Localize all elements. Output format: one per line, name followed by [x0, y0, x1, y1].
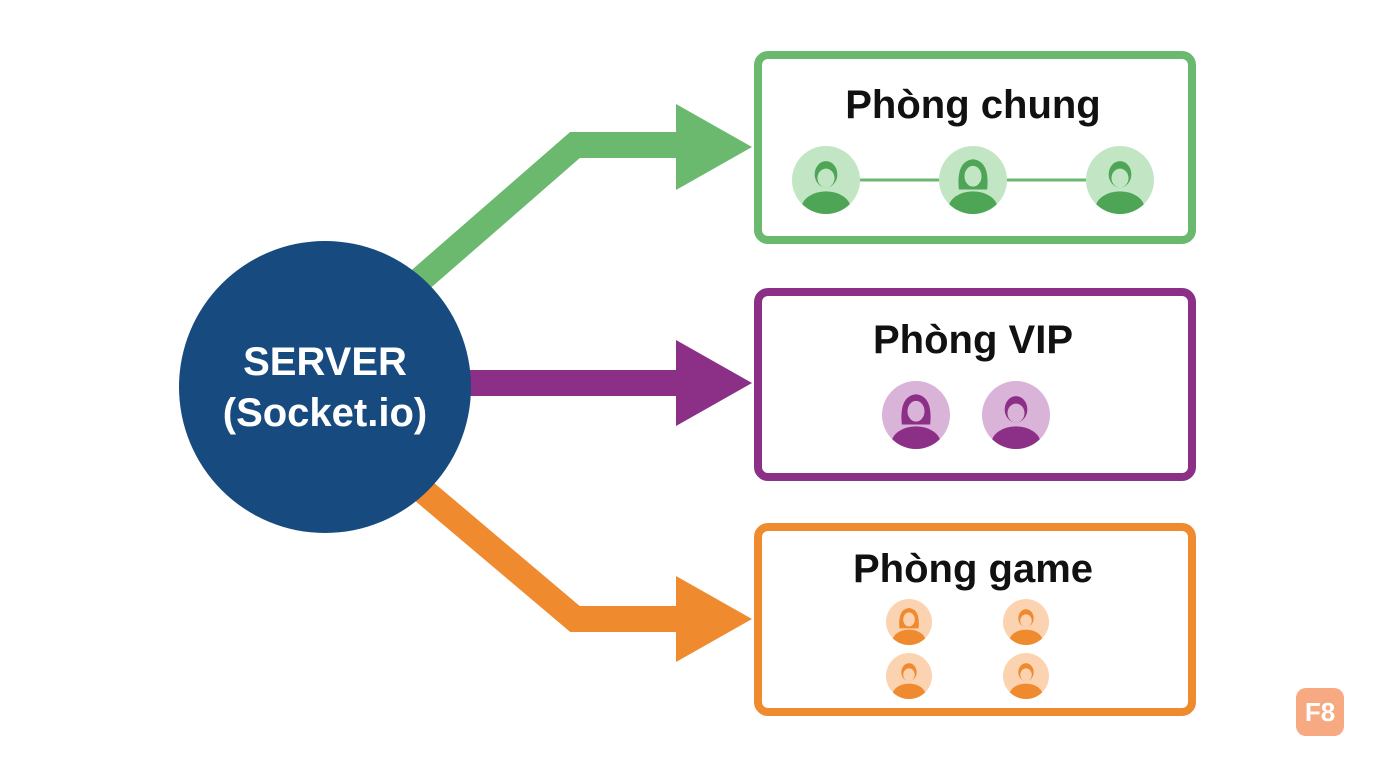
- male-user-icon: [1003, 599, 1049, 645]
- room-border: [754, 523, 1196, 716]
- room-title: Phòng chung: [845, 83, 1101, 127]
- server-circle: [179, 241, 471, 533]
- arrow-to-room-3: [411, 478, 752, 662]
- male-user-icon: [1086, 146, 1154, 214]
- member-list: [792, 146, 1154, 214]
- room-box-vip: Phòng VIP: [754, 288, 1196, 481]
- server-label: SERVER: [243, 340, 407, 384]
- f8-logo: F8: [1296, 688, 1344, 736]
- female-user-icon: [886, 599, 932, 645]
- male-user-icon: [886, 653, 932, 699]
- room-title: Phòng game: [853, 547, 1093, 591]
- male-user-icon: [792, 146, 860, 214]
- server-node: SERVER (Socket.io): [179, 241, 471, 533]
- arrow-head: [676, 576, 752, 662]
- arrow-to-room-2: [465, 340, 752, 426]
- member-list: [882, 381, 1050, 449]
- room-border: [754, 288, 1196, 481]
- arrow-head: [676, 340, 752, 426]
- room-box-chung: Phòng chung: [754, 51, 1196, 244]
- server-sublabel: (Socket.io): [223, 391, 427, 435]
- male-user-icon: [1003, 653, 1049, 699]
- arrow-shaft: [411, 132, 690, 290]
- male-user-icon: [982, 381, 1050, 449]
- female-user-icon: [882, 381, 950, 449]
- arrow-shaft: [411, 478, 690, 632]
- room-box-game: Phòng game: [754, 523, 1196, 716]
- arrow-to-room-1: [411, 104, 752, 290]
- arrow-head: [676, 104, 752, 190]
- female-user-icon: [939, 146, 1007, 214]
- member-list: [886, 599, 1049, 699]
- room-title: Phòng VIP: [873, 318, 1073, 362]
